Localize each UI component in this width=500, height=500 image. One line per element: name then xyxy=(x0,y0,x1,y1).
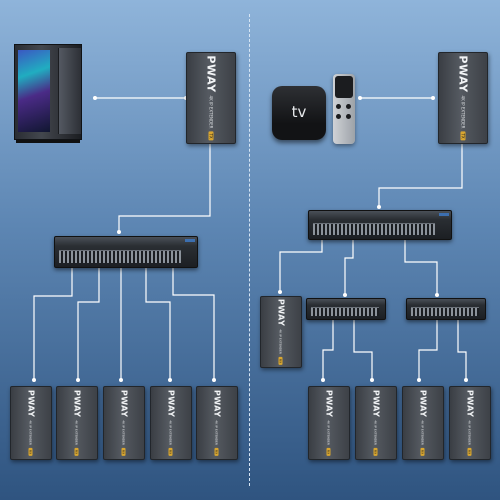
brand-label: PWAY xyxy=(72,389,82,418)
tag-label: RX xyxy=(29,448,33,457)
brand-label: PWAY xyxy=(456,55,470,93)
brand-label: PWAY xyxy=(418,389,428,418)
brand-label: PWAY xyxy=(324,389,334,418)
network-switch-right-a xyxy=(306,298,386,320)
model-label: 4K IP EXTENDER xyxy=(29,420,33,446)
brand-label: PWAY xyxy=(166,389,176,418)
receiver-left-1: PWAY 4K IP EXTENDER RX xyxy=(10,386,52,460)
cable-main-switch-to-switch-b xyxy=(404,238,438,296)
cable-switch-to-rx-5 xyxy=(172,266,215,382)
tv-box-icon: tv xyxy=(272,86,326,140)
cable-main-switch-to-rx xyxy=(279,238,323,293)
model-label: 4K IP EXTENDER xyxy=(327,420,331,446)
model-label: 4K IP EXTENDER xyxy=(215,420,219,446)
tag-label: RX xyxy=(374,448,378,457)
model-label: 4K IP EXTENDER xyxy=(421,420,425,446)
tag-label: RX xyxy=(122,448,126,457)
model-label: 4K IP EXTENDER xyxy=(122,420,126,446)
cable-switch-a-to-rx-1 xyxy=(322,318,334,382)
receiver-left-3: PWAY 4K IP EXTENDER RX xyxy=(103,386,145,460)
receiver-left-4: PWAY 4K IP EXTENDER RX xyxy=(150,386,192,460)
tag-label: RX xyxy=(468,448,472,457)
gaming-pc-icon xyxy=(14,44,94,143)
network-switch-left xyxy=(54,236,198,268)
tag-label: RX xyxy=(215,448,219,457)
brand-label: PWAY xyxy=(276,298,286,327)
model-label: 4K IP EXTENDER xyxy=(75,420,79,446)
tag-label: RX xyxy=(279,357,283,366)
receiver-left-5: PWAY 4K IP EXTENDER RX xyxy=(196,386,238,460)
network-switch-right-b xyxy=(406,298,486,320)
tag-label: RX xyxy=(75,448,79,457)
model-label: 4K IP EXTENDER xyxy=(460,95,466,129)
brand-label: PWAY xyxy=(212,389,222,418)
brand-label: PWAY xyxy=(371,389,381,418)
tag-label: RX xyxy=(327,448,331,457)
brand-label: PWAY xyxy=(204,55,218,93)
cable-switch-to-rx-4 xyxy=(145,266,171,382)
tag-label: TX xyxy=(208,131,214,141)
receiver-right-3: PWAY 4K IP EXTENDER RX xyxy=(402,386,444,460)
cable-main-switch-to-switch-a xyxy=(344,238,354,296)
cable-tx-to-switch xyxy=(118,142,211,234)
model-label: 4K IP EXTENDER xyxy=(374,420,378,446)
cable-tx-to-main-switch xyxy=(378,142,463,208)
receiver-right-1: PWAY 4K IP EXTENDER RX xyxy=(308,386,350,460)
section-divider xyxy=(249,14,250,486)
cable-switch-to-rx-1 xyxy=(33,266,73,382)
receiver-left-2: PWAY 4K IP EXTENDER RX xyxy=(56,386,98,460)
model-label: 4K IP EXTENDER xyxy=(279,329,283,355)
brand-label: PWAY xyxy=(465,389,475,418)
model-label: 4K IP EXTENDER xyxy=(208,95,214,129)
tag-label: RX xyxy=(169,448,173,457)
network-switch-right-main xyxy=(308,210,452,240)
receiver-right-main: PWAY 4K IP EXTENDER RX xyxy=(260,296,302,368)
cable-switch-b-to-rx-2 xyxy=(457,318,467,382)
transmitter-right: PWAY 4K IP EXTENDER TX xyxy=(438,52,488,144)
receiver-right-2: PWAY 4K IP EXTENDER RX xyxy=(355,386,397,460)
model-label: 4K IP EXTENDER xyxy=(169,420,173,446)
tag-label: TX xyxy=(460,131,466,141)
receiver-right-4: PWAY 4K IP EXTENDER RX xyxy=(449,386,491,460)
tag-label: RX xyxy=(421,448,425,457)
cable-switch-b-to-rx-1 xyxy=(418,318,438,382)
brand-label: PWAY xyxy=(26,389,36,418)
cable-switch-to-rx-2 xyxy=(77,266,100,382)
brand-label: PWAY xyxy=(119,389,129,418)
model-label: 4K IP EXTENDER xyxy=(468,420,472,446)
tv-box-label: tv xyxy=(291,103,307,121)
transmitter-left: PWAY 4K IP EXTENDER TX xyxy=(186,52,236,144)
cable-switch-a-to-rx-2 xyxy=(353,318,373,382)
remote-control-icon xyxy=(333,74,355,144)
